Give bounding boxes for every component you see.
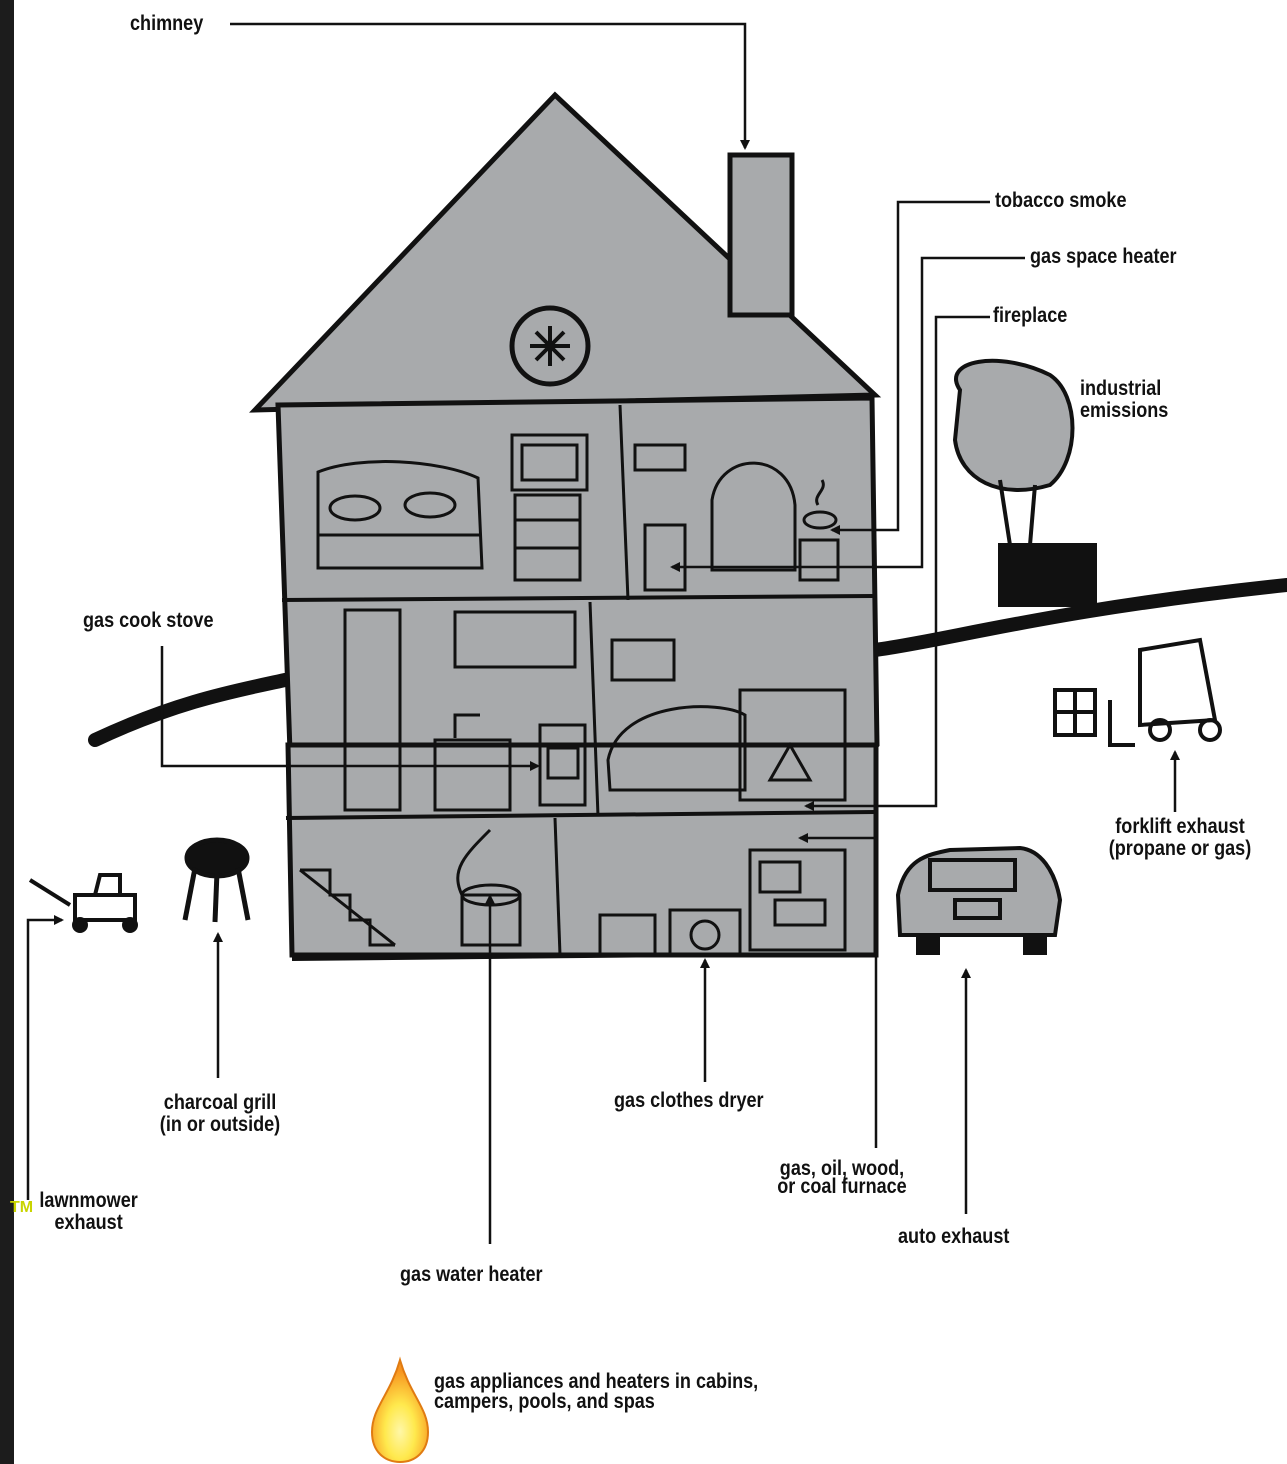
charcoal-grill — [185, 840, 248, 922]
label-lawnmower-exhaust: lawnmower exhaust — [37, 1190, 140, 1234]
factory — [955, 361, 1095, 605]
label-gas-water-heater: gas water heater — [400, 1264, 543, 1286]
flame-icon — [372, 1360, 428, 1462]
label-chimney: chimney — [130, 13, 203, 35]
label-industrial-emissions: industrial emissions — [1080, 378, 1168, 422]
forklift — [1055, 640, 1220, 745]
label-furnace: gas, oil, wood, or coal furnace — [765, 1160, 920, 1196]
label-fireplace: fireplace — [993, 305, 1067, 327]
label-gas-appliances-note: gas appliances and heaters in cabins, ca… — [434, 1372, 758, 1412]
label-charcoal-grill: charcoal grill (in or outside) — [143, 1092, 298, 1136]
trademark-mark: TM — [10, 1199, 33, 1217]
label-auto-exhaust: auto exhaust — [898, 1226, 1009, 1248]
lawnmower — [30, 875, 136, 931]
chimney-stack — [730, 155, 792, 315]
label-tobacco-smoke: tobacco smoke — [995, 190, 1126, 212]
label-gas-space-heater: gas space heater — [1030, 246, 1177, 268]
label-gas-clothes-dryer: gas clothes dryer — [614, 1090, 764, 1112]
car — [898, 848, 1060, 953]
attic-window — [512, 308, 588, 384]
label-gas-cook-stove: gas cook stove — [83, 610, 213, 632]
label-forklift-exhaust: forklift exhaust (propane or gas) — [1094, 816, 1266, 860]
